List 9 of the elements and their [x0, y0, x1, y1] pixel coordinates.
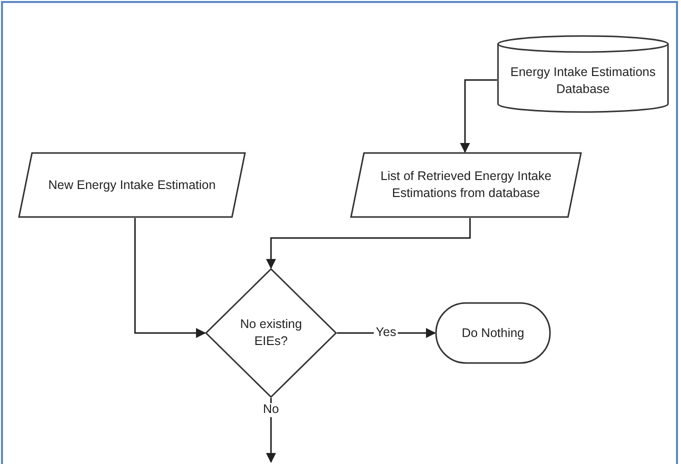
node-label: No existing EIEs?: [239, 316, 303, 350]
arrow: [266, 218, 471, 269]
node-label: Do Nothing: [462, 324, 524, 342]
node-label: List of Retrieved Energy Intake Estimations from database: [380, 168, 552, 202]
arrow: [460, 79, 497, 153]
node-label: New Energy Intake Estimation: [48, 176, 216, 194]
arrow: [134, 218, 206, 338]
edge-label: No: [261, 403, 281, 417]
node-label: Energy Intake Estimations Database: [509, 64, 657, 98]
